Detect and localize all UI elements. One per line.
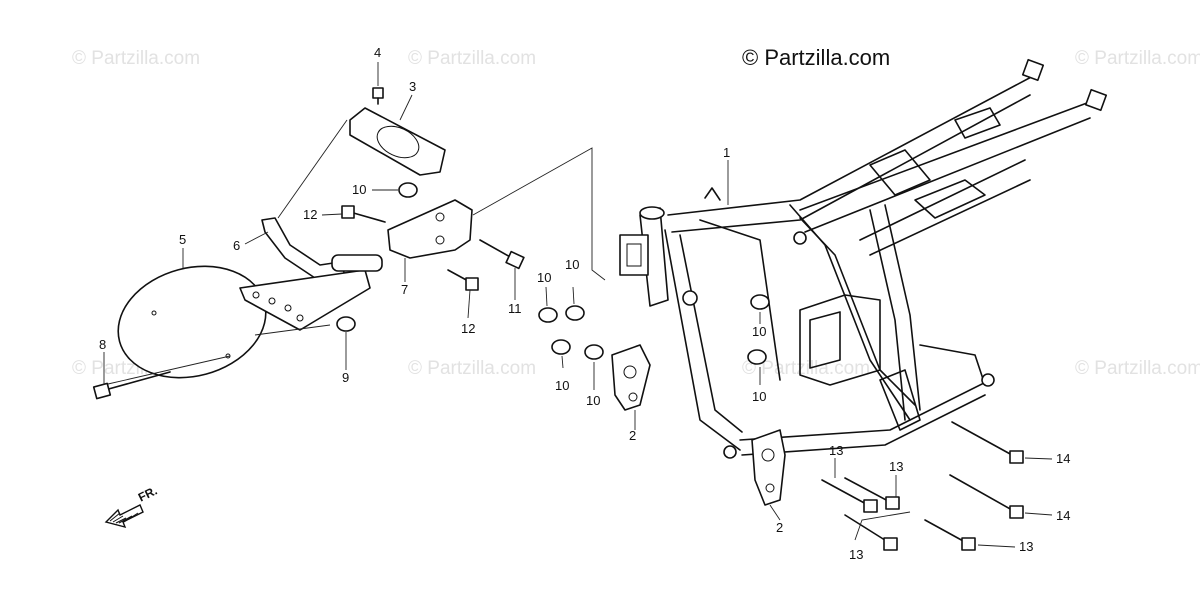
callout-10: 10 xyxy=(752,324,767,339)
bolt-part-14-b xyxy=(949,474,1024,519)
callout-1: 1 xyxy=(723,145,731,160)
plate-part-5 xyxy=(117,265,267,379)
bolt-part-13-b xyxy=(844,477,900,510)
callout-6: 6 xyxy=(233,238,241,253)
watermark: © Partzilla.com xyxy=(1075,48,1200,69)
screw-part-4 xyxy=(372,87,384,105)
watermark: © Partzilla.com xyxy=(1075,358,1200,379)
gasket-part-3 xyxy=(349,107,446,176)
nut-part-9 xyxy=(336,316,356,332)
callout-10: 10 xyxy=(586,393,601,408)
bolt-part-11 xyxy=(479,239,525,270)
callout-5: 5 xyxy=(179,232,187,247)
leader-lines xyxy=(103,62,1053,548)
callout-3: 3 xyxy=(409,79,417,94)
bracket-part-2-upper xyxy=(611,344,651,411)
callout-8: 8 xyxy=(99,337,107,352)
copyright-text: © Partzilla.com xyxy=(742,45,891,70)
watermark: © Partzilla.com xyxy=(408,358,537,379)
callout-13: 13 xyxy=(829,443,844,458)
callout-4: 4 xyxy=(374,45,382,60)
watermark: © Partzilla.com xyxy=(72,48,201,69)
callout-10: 10 xyxy=(752,389,767,404)
frame-part xyxy=(619,58,1108,459)
bracket-part-7 xyxy=(387,199,473,259)
callout-14: 14 xyxy=(1056,451,1071,466)
bracket-part-2-lower xyxy=(751,429,786,506)
watermark: © Partzilla.com xyxy=(408,48,537,69)
callout-10: 10 xyxy=(555,378,570,393)
callout-12: 12 xyxy=(303,207,318,222)
callout-13: 13 xyxy=(1019,539,1034,554)
callout-10: 10 xyxy=(537,270,552,285)
bolt-part-14-a xyxy=(951,421,1024,464)
callout-7: 7 xyxy=(401,282,409,297)
stay-part-6 xyxy=(239,217,383,331)
callout-10: 10 xyxy=(565,257,580,272)
callout-11: 11 xyxy=(508,301,522,316)
bolt-part-13-d xyxy=(924,519,976,551)
bolt-part-12-a xyxy=(341,205,386,223)
front-direction-arrow-icon xyxy=(104,504,144,529)
callout-9: 9 xyxy=(342,370,350,385)
callout-2: 2 xyxy=(776,520,784,535)
callout-13: 13 xyxy=(849,547,864,562)
callout-10: 10 xyxy=(352,182,367,197)
callout-12: 12 xyxy=(461,321,476,336)
bolt-part-8 xyxy=(92,371,171,400)
callout-13: 13 xyxy=(889,459,904,474)
bolt-part-13-a xyxy=(821,479,878,513)
watermark: © Partzilla.com xyxy=(742,358,871,379)
bolt-part-12-b xyxy=(447,269,479,291)
callout-2: 2 xyxy=(629,428,637,443)
bolt-part-13-c xyxy=(844,514,898,551)
callout-14: 14 xyxy=(1056,508,1071,523)
nut-part-10 xyxy=(398,182,770,365)
